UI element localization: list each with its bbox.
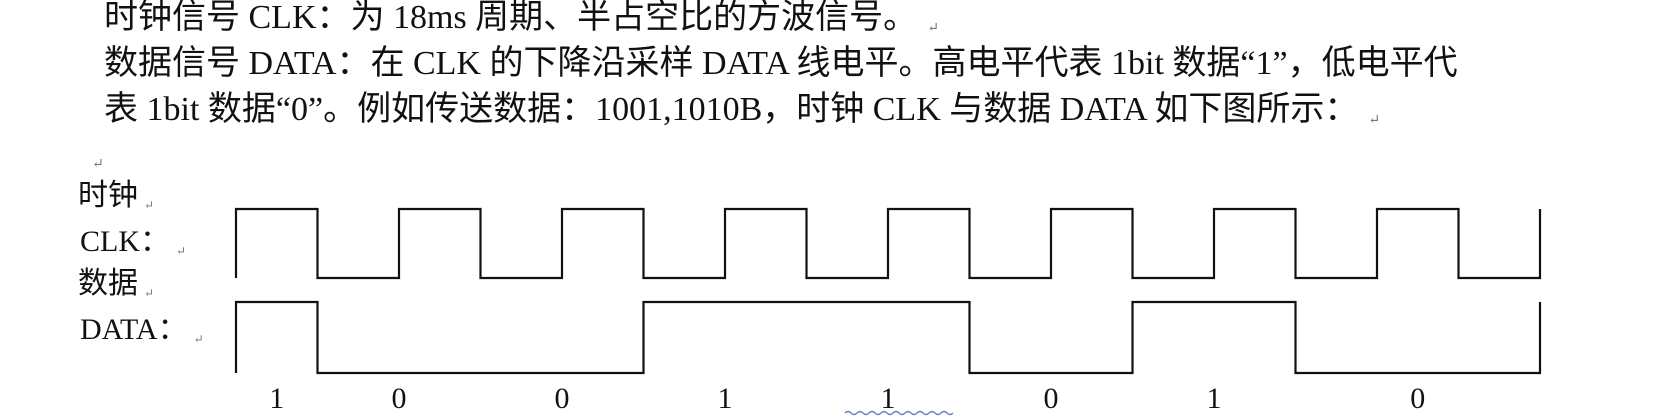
text-line-3: 表 1bit 数据“0”。例如传送数据：1001,1010B，时钟 CLK 与数…: [104, 90, 1380, 141]
bit-label: 0: [392, 382, 407, 415]
bit-label: 1: [881, 382, 896, 415]
clock-label-en: CLK： ↵: [80, 226, 186, 267]
data-label-cn: 数据 ↵: [78, 268, 154, 309]
bit-label: 1: [718, 382, 733, 415]
data-label-en-text: DATA：: [80, 313, 188, 346]
paragraph-mark: ↵: [927, 21, 939, 36]
clock-label-en-text: CLK：: [80, 225, 170, 258]
bit-label: 0: [555, 382, 570, 415]
text-line-1: 时钟信号 CLK：为 18ms 周期、半占空比的方波信号。 ↵: [104, 0, 939, 49]
bit-label: 0: [1044, 382, 1059, 415]
data-label-en: DATA： ↵: [80, 314, 204, 355]
bit-label: 1: [1207, 382, 1222, 415]
clock-waveform: [234, 207, 1542, 280]
bit-labels: 1 0 0 1 1 0 1 0: [269, 382, 1425, 415]
bit-label: 0: [1410, 382, 1425, 415]
data-waveform: [234, 300, 1542, 375]
data-label-cn-text: 数据: [78, 267, 138, 300]
text-line-3-content: 表 1bit 数据“0”。例如传送数据：1001,1010B，时钟 CLK 与数…: [104, 91, 1359, 128]
empty-paragraph-mark: ↵: [92, 157, 104, 172]
text-line-2-content: 数据信号 DATA：在 CLK 的下降沿采样 DATA 线电平。高电平代表 1b…: [104, 45, 1458, 82]
spell-check-squiggle: [844, 410, 954, 416]
paragraph-mark: ↵: [144, 198, 155, 212]
text-line-1-content: 时钟信号 CLK：为 18ms 周期、半占空比的方波信号。: [104, 0, 918, 36]
text-line-2: 数据信号 DATA：在 CLK 的下降沿采样 DATA 线电平。高电平代表 1b…: [104, 44, 1458, 84]
clock-label-cn-text: 时钟: [78, 179, 138, 212]
paragraph-mark: ↵: [193, 332, 204, 346]
paragraph-mark: ↵: [176, 244, 187, 258]
clock-label-cn: 时钟 ↵: [78, 180, 154, 221]
bit-label: 1: [269, 382, 284, 415]
paragraph-mark: ↵: [144, 286, 155, 300]
paragraph-mark: ↵: [1368, 113, 1381, 128]
